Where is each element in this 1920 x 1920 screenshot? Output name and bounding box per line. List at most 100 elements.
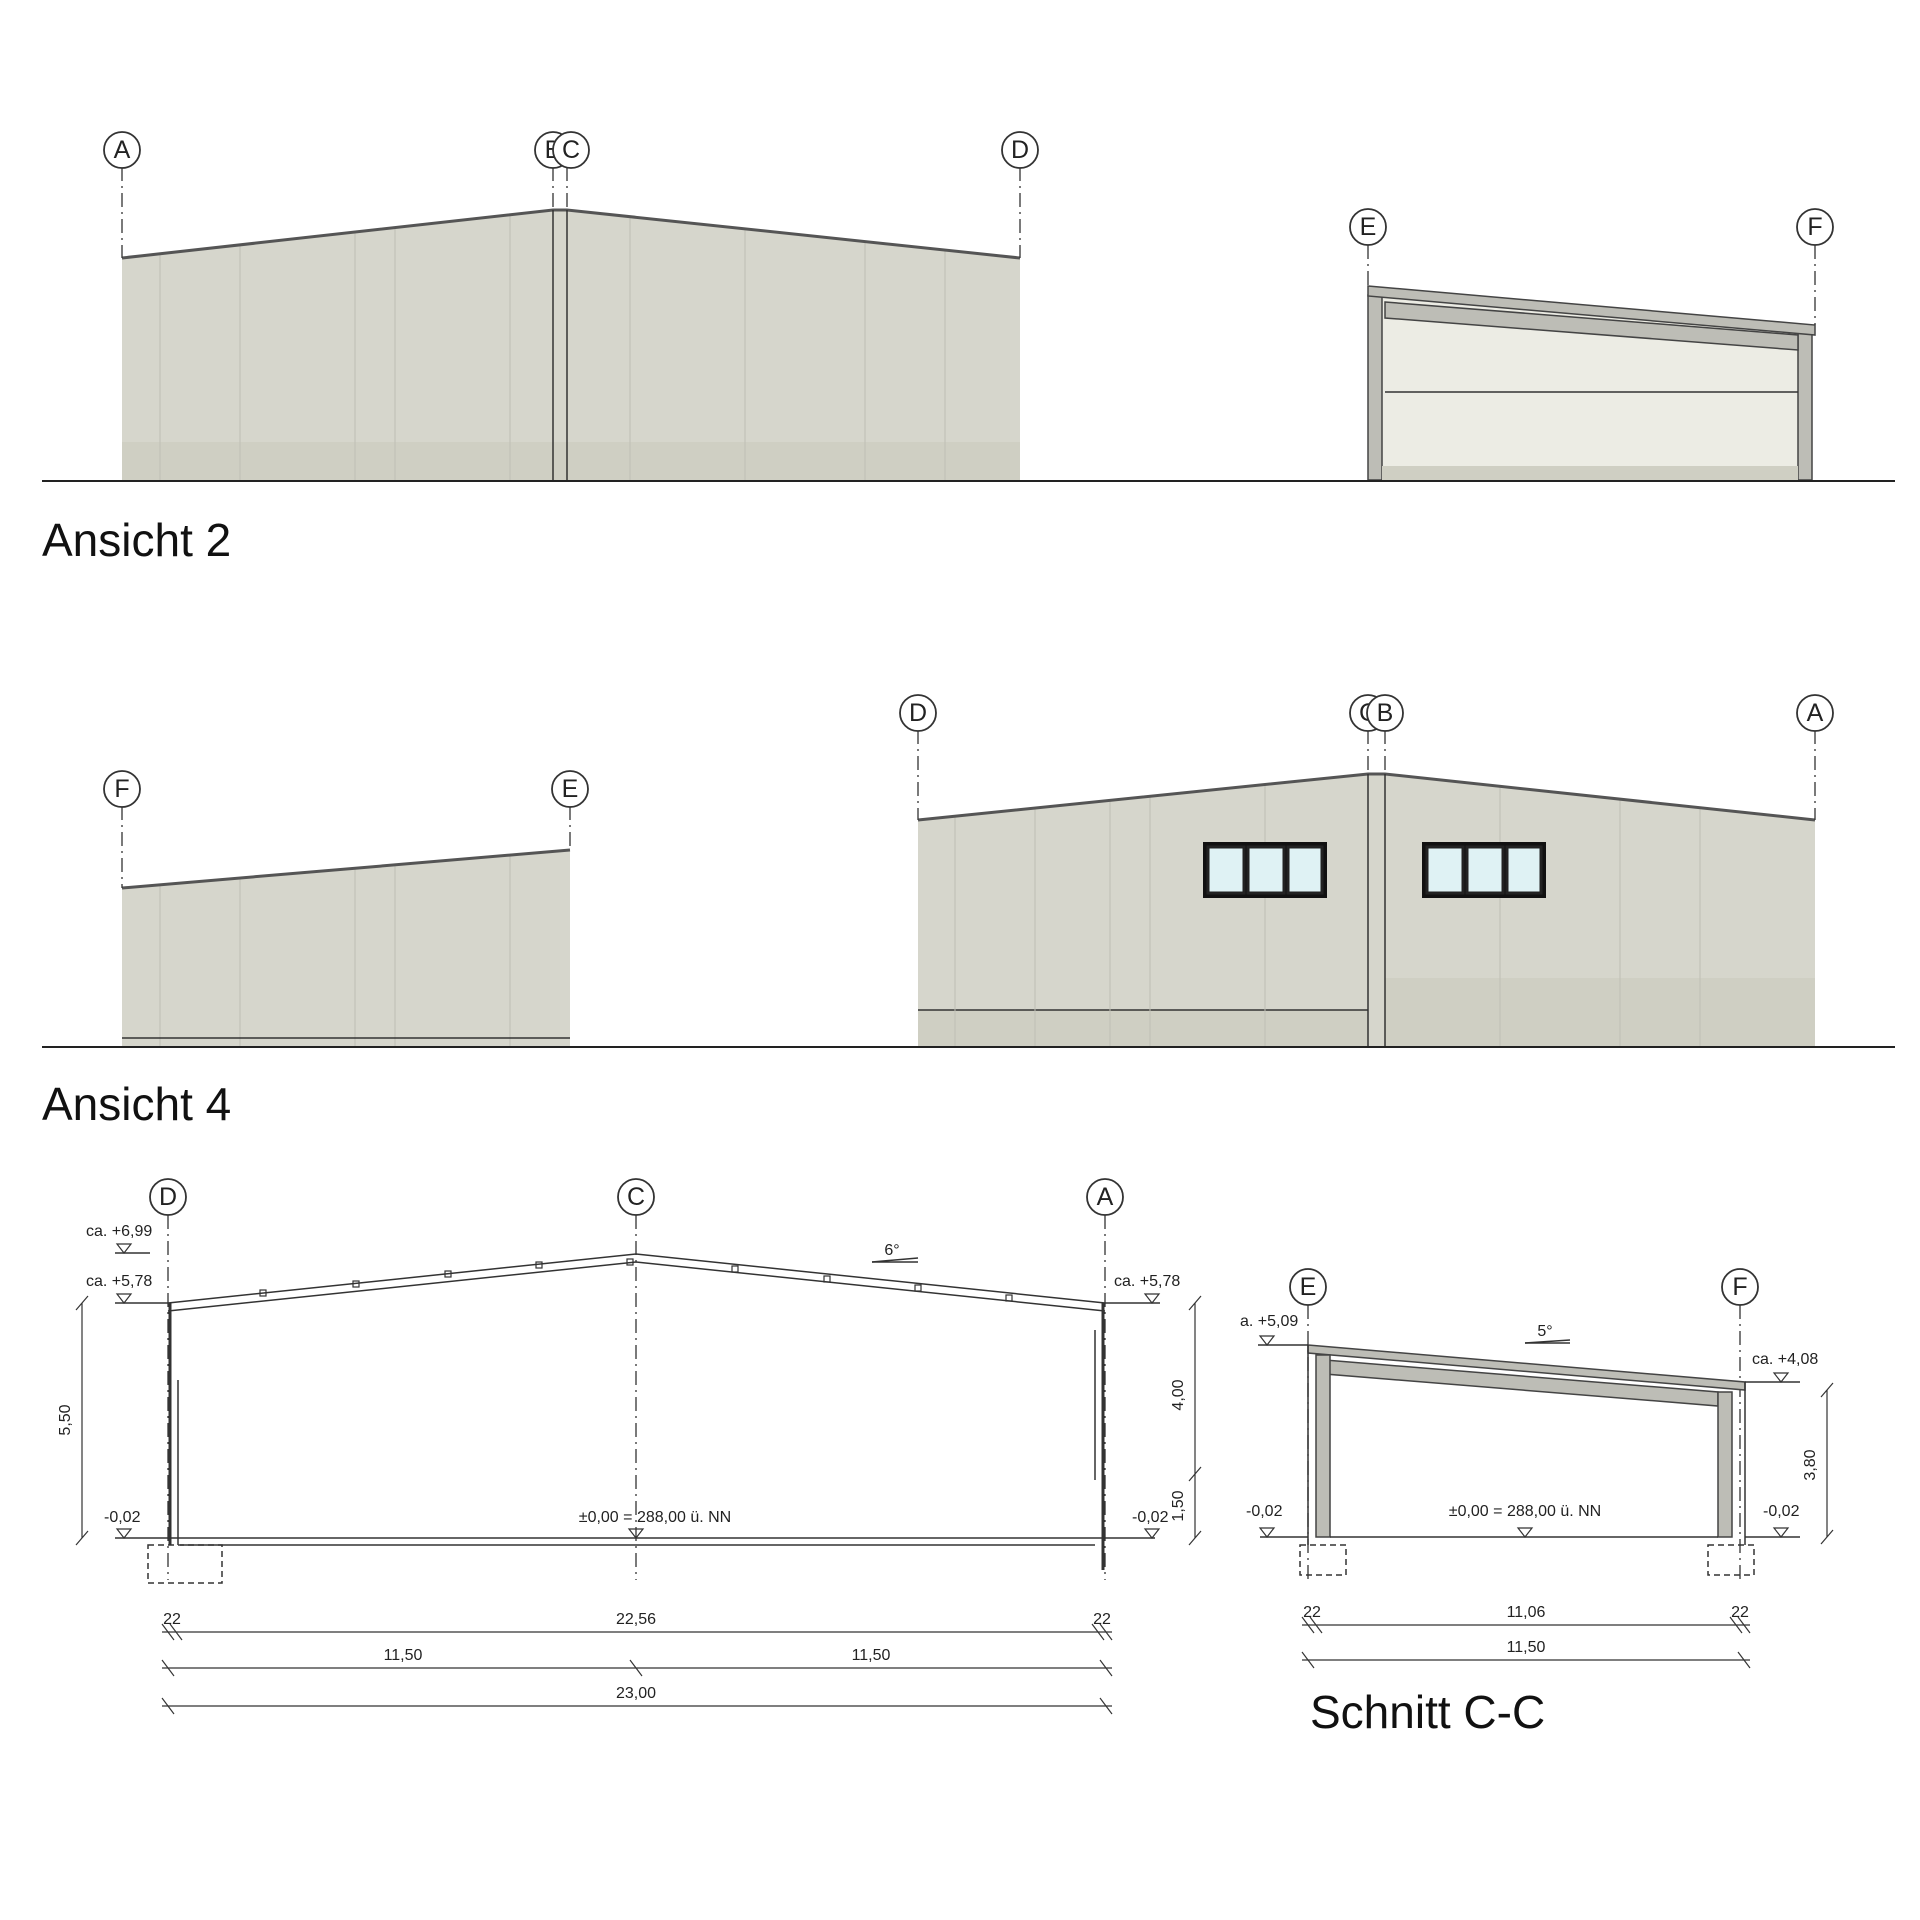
svg-text:C: C xyxy=(562,136,580,164)
svg-text:E: E xyxy=(562,775,579,803)
level-ridge: ca. +6,99 xyxy=(86,1223,152,1254)
dim-height: 3,80 xyxy=(1802,1382,1834,1545)
column-right xyxy=(1717,1391,1733,1538)
roof-edge-right xyxy=(917,772,1816,822)
dim-row-2: 11,50 11,50 xyxy=(161,1647,1113,1677)
svg-text:A: A xyxy=(1097,1183,1114,1211)
window-left xyxy=(1203,842,1327,898)
svg-text:23,00: 23,00 xyxy=(616,1685,656,1702)
svg-text:5°: 5° xyxy=(1537,1323,1552,1340)
dim-row-1: 22 11,06 22 xyxy=(1301,1604,1751,1634)
axis-bubble-b: B xyxy=(1366,694,1404,732)
svg-text:11,50: 11,50 xyxy=(1507,1639,1546,1656)
column-left xyxy=(1315,1354,1331,1538)
svg-text:6°: 6° xyxy=(884,1242,899,1259)
svg-text:5,50: 5,50 xyxy=(57,1404,74,1435)
axis-bubble-a: A xyxy=(1796,694,1834,732)
svg-text:E: E xyxy=(1300,1273,1317,1301)
svg-text:A: A xyxy=(1807,699,1824,727)
svg-text:E: E xyxy=(1360,213,1377,241)
level-eave-right: ca. +5,78 xyxy=(1105,1273,1180,1304)
axis-bubble-e: E xyxy=(551,770,589,808)
svg-text:D: D xyxy=(159,1183,177,1211)
svg-text:-0,02: -0,02 xyxy=(104,1509,141,1526)
axis-bubble-f: F xyxy=(1721,1268,1759,1306)
svg-text:ca. +6,99: ca. +6,99 xyxy=(86,1223,152,1240)
svg-text:-0,02: -0,02 xyxy=(1246,1503,1283,1520)
panel-joints-right xyxy=(954,784,1701,1046)
svg-text:ca. +5,78: ca. +5,78 xyxy=(86,1273,152,1290)
axis-bubble-d: D xyxy=(149,1178,187,1216)
roof-top xyxy=(167,1253,1106,1304)
view-title: Ansicht 4 xyxy=(42,1078,231,1130)
svg-text:C: C xyxy=(627,1183,645,1211)
roof-bottom xyxy=(167,1261,1106,1312)
svg-text:-0,02: -0,02 xyxy=(1132,1509,1169,1526)
svg-text:22: 22 xyxy=(1303,1604,1321,1621)
svg-text:D: D xyxy=(1011,136,1029,164)
section-title: Schnitt C-C xyxy=(1310,1686,1545,1738)
panel-joints-left xyxy=(159,855,511,1046)
section-cc: E F a. +5,09 ca. +4,08 -0,02 xyxy=(1240,1268,1834,1738)
svg-text:F: F xyxy=(1807,213,1822,241)
svg-text:D: D xyxy=(909,699,927,727)
axis-bubble-a: A xyxy=(1086,1178,1124,1216)
axis-bubble-e: E xyxy=(1349,208,1387,246)
ansicht-2: A B C D E F Ansicht 2 xyxy=(42,131,1895,566)
svg-text:11,50: 11,50 xyxy=(384,1647,423,1664)
svg-text:F: F xyxy=(1732,1273,1747,1301)
roof-pitch: 5° xyxy=(1524,1323,1571,1344)
view-title: Ansicht 2 xyxy=(42,514,231,566)
ansicht-4: F E D C B A Ansicht 4 xyxy=(42,694,1895,1130)
svg-text:±0,00 = 288,00 ü. NN: ±0,00 = 288,00 ü. NN xyxy=(579,1509,731,1526)
axis-bubble-c: C xyxy=(617,1178,655,1216)
level-floor-right: -0,02 xyxy=(1132,1509,1169,1539)
svg-text:22: 22 xyxy=(163,1611,181,1628)
axis-bubble-c: C xyxy=(552,131,590,169)
roof-edge-left xyxy=(121,848,571,890)
axis-bubble-a: A xyxy=(103,131,141,169)
svg-text:B: B xyxy=(1377,699,1394,727)
axis-bubble-e: E xyxy=(1289,1268,1327,1306)
side-frame-view xyxy=(1367,285,1816,481)
elevation-wall xyxy=(122,210,1020,480)
svg-text:11,06: 11,06 xyxy=(1507,1604,1546,1621)
svg-text:11,50: 11,50 xyxy=(852,1647,891,1664)
axis-bubble-d: D xyxy=(1001,131,1039,169)
axis-bubble-f: F xyxy=(1796,208,1834,246)
level-floor-left: -0,02 xyxy=(1246,1503,1283,1538)
dim-height-total: 5,50 xyxy=(57,1295,89,1546)
dim-row-3: 23,00 xyxy=(161,1685,1113,1715)
svg-text:22: 22 xyxy=(1731,1604,1749,1621)
panel-joints xyxy=(159,216,946,480)
axis-bubble-d: D xyxy=(899,694,937,732)
level-low: ca. +4,08 xyxy=(1745,1351,1818,1383)
dim-row-2: 11,50 xyxy=(1301,1639,1751,1669)
svg-text:4,00: 4,00 xyxy=(1170,1379,1187,1410)
window-right xyxy=(1422,842,1546,898)
dim-row-1: 22 22,56 22 xyxy=(161,1611,1113,1641)
level-eave-left: ca. +5,78 xyxy=(86,1273,168,1304)
svg-text:1,50: 1,50 xyxy=(1170,1490,1187,1521)
section-main: D C A ca. +6 xyxy=(57,1178,1202,1715)
svg-text:±0,00 = 288,00 ü. NN: ±0,00 = 288,00 ü. NN xyxy=(1449,1503,1601,1520)
svg-text:a. +5,09: a. +5,09 xyxy=(1240,1313,1298,1330)
svg-text:22,56: 22,56 xyxy=(616,1611,656,1628)
svg-text:22: 22 xyxy=(1093,1611,1111,1628)
roof-edge xyxy=(121,208,1021,260)
level-high: a. +5,09 xyxy=(1240,1313,1308,1346)
level-floor-left: -0,02 xyxy=(104,1509,141,1539)
dim-height-right: 4,00 1,50 xyxy=(1170,1295,1202,1546)
svg-text:A: A xyxy=(114,136,131,164)
level-floor-right: -0,02 xyxy=(1763,1503,1800,1538)
level-zero: ±0,00 = 288,00 ü. NN xyxy=(579,1509,731,1539)
svg-text:ca. +4,08: ca. +4,08 xyxy=(1752,1351,1818,1368)
svg-text:-0,02: -0,02 xyxy=(1763,1503,1800,1520)
svg-text:3,80: 3,80 xyxy=(1802,1449,1819,1480)
base-band xyxy=(122,442,1020,480)
purlins xyxy=(259,1258,1013,1302)
footing-left xyxy=(147,1544,223,1584)
roof-pitch: 6° xyxy=(871,1242,919,1263)
level-zero: ±0,00 = 288,00 ü. NN xyxy=(1449,1503,1601,1538)
